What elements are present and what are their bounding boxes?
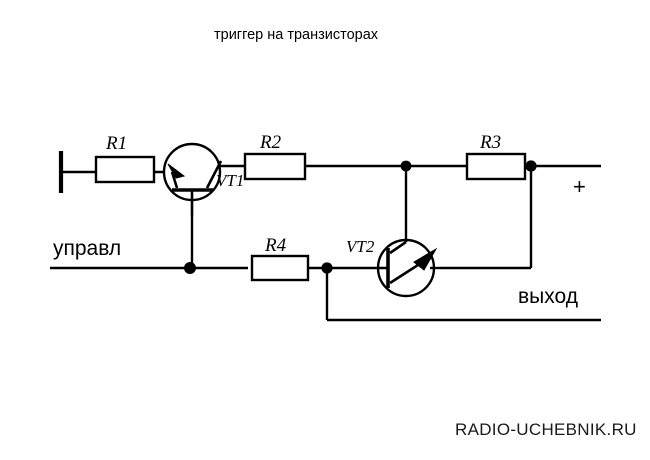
- resistor-label-r1: R1: [106, 133, 128, 154]
- diagram-title: триггер на транзисторах: [214, 27, 379, 43]
- port-label-output: выход: [518, 285, 578, 308]
- watermark-text: RADIO-UCHEBNIK.RU: [455, 420, 637, 439]
- port-label-supply-plus: +: [573, 174, 586, 199]
- resistor-label-r4: R4: [265, 235, 287, 256]
- transistor-vt2-emitter-arrow: [413, 247, 438, 271]
- resistor-r2-body: [243, 152, 307, 181]
- transistor-label-vt2: VT2: [346, 237, 375, 256]
- resistor-label-r3: R3: [480, 132, 502, 153]
- resistor-r3-body: [465, 152, 527, 181]
- resistor-label-r2: R2: [260, 132, 282, 153]
- transistor-vt1-emitter-arrow: [167, 163, 186, 179]
- port-label-control: управл: [53, 237, 122, 260]
- transistor-vt2-collector-lead: [389, 240, 407, 255]
- transistor-label-vt1: VT1: [216, 171, 245, 190]
- resistor-r1-body: [94, 155, 156, 184]
- resistor-r4-body: [250, 254, 310, 282]
- transistor-vt1-emitter-lead: [170, 171, 179, 189]
- junction-node-control: [184, 262, 196, 274]
